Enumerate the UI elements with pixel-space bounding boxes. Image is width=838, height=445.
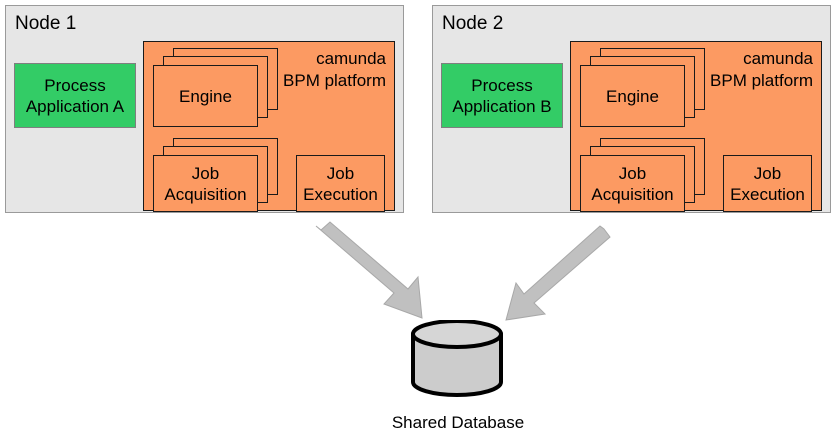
database-icon	[411, 319, 503, 397]
arrow-node-2-to-database	[505, 225, 611, 321]
process-application-a-label: Process Application A	[26, 75, 124, 117]
camunda-platform-container-node-1: camunda BPM platform Engine Job Acquisit	[143, 41, 395, 212]
job-acquisition-line1: Job	[191, 163, 220, 183]
job-acquisition-line2: Acquisition	[164, 184, 247, 204]
engine-stack-node-1: Engine	[153, 48, 283, 132]
camunda-label-line1: camunda	[316, 49, 386, 68]
node-1-title: Node 1	[15, 13, 77, 34]
job-acquisition-line1: Job	[618, 163, 647, 183]
process-application-a-line2: Application A	[25, 96, 125, 116]
node-1-container: Node 1 Process Application A camunda BPM…	[5, 5, 404, 213]
job-acquisition-stack-node-1: Job Acquisition	[153, 138, 283, 216]
camunda-platform-container-node-2: camunda BPM platform Engine Job Acquisit	[570, 41, 822, 212]
job-execution-line1: Job	[326, 163, 355, 183]
job-acquisition-box-node-1: Job Acquisition	[153, 155, 258, 212]
job-acquisition-label: Job Acquisition	[164, 163, 246, 205]
job-acquisition-stack-node-2: Job Acquisition	[580, 138, 710, 216]
engine-box-node-1: Engine	[153, 65, 258, 127]
engine-label: Engine	[606, 86, 659, 106]
shared-database-cylinder	[405, 319, 510, 400]
node-2-title: Node 2	[442, 13, 504, 34]
job-execution-line1: Job	[753, 163, 782, 183]
engine-label: Engine	[179, 86, 232, 106]
job-execution-line2: Execution	[730, 184, 805, 204]
camunda-platform-label-node-2: camunda BPM platform	[710, 48, 813, 92]
engine-box-node-2: Engine	[580, 65, 685, 127]
job-acquisition-box-node-2: Job Acquisition	[580, 155, 685, 212]
arrow-node-1-to-database	[315, 221, 423, 319]
camunda-platform-label-node-1: camunda BPM platform	[283, 48, 386, 92]
camunda-label-line1: camunda	[743, 49, 813, 68]
process-application-b-line2: Application B	[452, 96, 552, 116]
job-execution-label: Job Execution	[303, 163, 378, 205]
job-execution-line2: Execution	[303, 184, 378, 204]
node-2-container: Node 2 Process Application B camunda BPM…	[432, 5, 831, 213]
job-execution-label: Job Execution	[730, 163, 805, 205]
process-application-b-label: Process Application B	[452, 75, 551, 117]
shared-database-label: Shared Database	[391, 413, 525, 432]
camunda-label-line2: BPM platform	[283, 71, 386, 90]
process-application-b-box: Process Application B	[441, 63, 563, 128]
job-acquisition-label: Job Acquisition	[591, 163, 673, 205]
camunda-label-line2: BPM platform	[710, 71, 813, 90]
job-execution-box-node-2: Job Execution	[723, 155, 812, 212]
process-application-b-line1: Process	[471, 75, 533, 95]
process-application-a-box: Process Application A	[14, 63, 136, 128]
job-execution-box-node-1: Job Execution	[296, 155, 385, 212]
process-application-a-line1: Process	[44, 75, 106, 95]
engine-stack-node-2: Engine	[580, 48, 710, 132]
job-acquisition-line2: Acquisition	[591, 184, 674, 204]
